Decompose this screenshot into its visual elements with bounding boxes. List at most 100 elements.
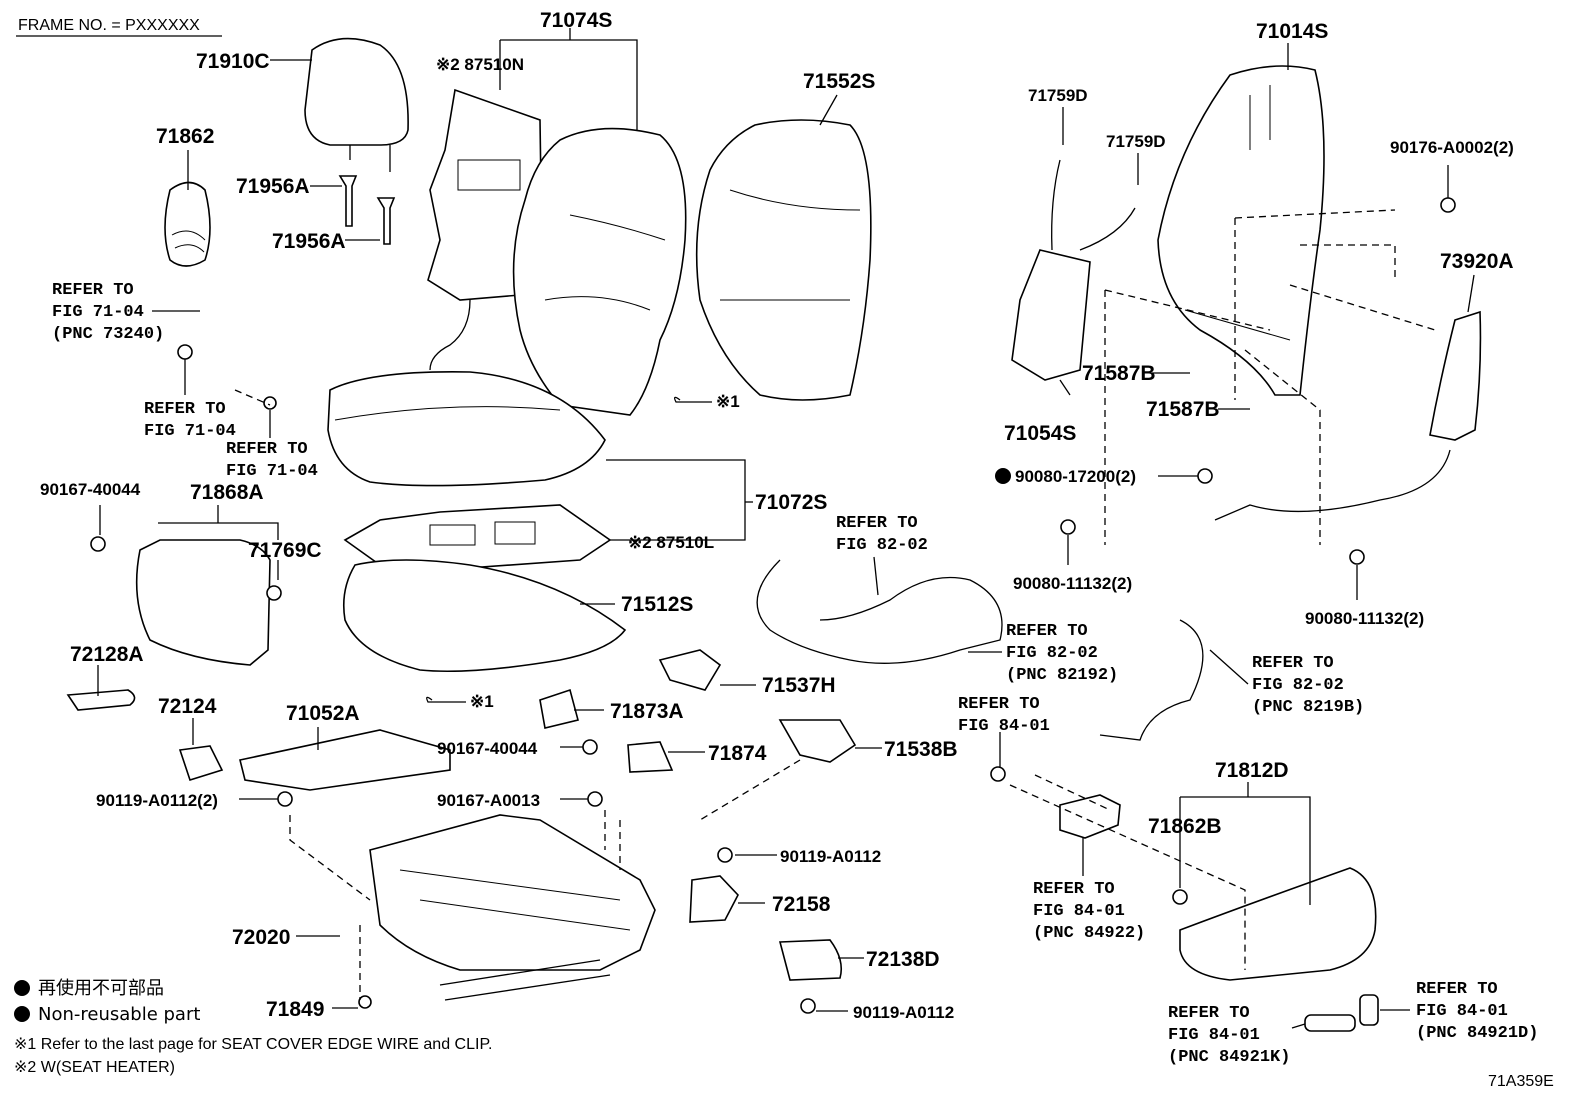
label-71849[interactable]: 71849 xyxy=(266,998,324,1021)
legend-item-en: Non-reusable part xyxy=(38,1004,200,1025)
lumbar-support-part[interactable] xyxy=(1011,249,1091,381)
label-90119-A0112-b[interactable]: 90119-A0112 xyxy=(853,1003,954,1022)
legend-note-2: ※2 W(SEAT HEATER) xyxy=(14,1059,175,1076)
seatback-cover-part[interactable] xyxy=(695,119,872,401)
wire-harness-part[interactable] xyxy=(756,559,1003,664)
label-72158[interactable]: 72158 xyxy=(772,893,831,916)
refer-block-r7[interactable]: REFER TO FIG 84-01 xyxy=(958,695,1050,736)
label-90167-40044-1[interactable]: 90167-40044 xyxy=(40,480,141,499)
label-71052A[interactable]: 71052A xyxy=(286,702,360,725)
clip-icon xyxy=(263,396,277,410)
bracket-71537H[interactable] xyxy=(658,649,722,691)
headrest-guide-pins[interactable] xyxy=(338,175,396,245)
sub-harness-part[interactable] xyxy=(1099,619,1204,741)
refer-block-r5[interactable]: REFER TO FIG 82-02 (PNC 82192) xyxy=(1006,622,1118,685)
label-71956A-2[interactable]: 71956A xyxy=(272,230,346,253)
label-90119-A0112-a[interactable]: 90119-A0112 xyxy=(780,847,881,866)
label-72128A[interactable]: 72128A xyxy=(70,643,144,666)
label-90080-11132-2[interactable]: 90080-11132(2) xyxy=(1305,609,1424,628)
refer-block-r4[interactable]: REFER TO FIG 82-02 xyxy=(836,514,928,555)
bolt-icon xyxy=(990,766,1006,782)
side-shield-part[interactable] xyxy=(135,539,271,666)
label-73920A[interactable]: 73920A xyxy=(1440,250,1514,273)
label-71552S[interactable]: 71552S xyxy=(803,70,875,93)
label-71587B-1[interactable]: 71587B xyxy=(1082,362,1156,385)
switch-part[interactable] xyxy=(1059,794,1121,839)
side-airbag-part[interactable] xyxy=(1429,310,1482,441)
headrest-support-part[interactable] xyxy=(164,181,211,267)
label-71587B-2[interactable]: 71587B xyxy=(1146,398,1220,421)
headrest-part[interactable] xyxy=(304,37,409,172)
label-71956A-1[interactable]: 71956A xyxy=(236,175,310,198)
knob-d-part[interactable] xyxy=(1359,994,1379,1026)
refer-block-r9[interactable]: REFER TO FIG 84-01 (PNC 84921K) xyxy=(1168,1004,1290,1067)
bolt-icon xyxy=(90,536,106,552)
label-71862B[interactable]: 71862B xyxy=(1148,815,1222,838)
seat-adjuster-frame-part[interactable] xyxy=(369,814,656,971)
refer-block-r3[interactable]: REFER TO FIG 71-04 xyxy=(226,440,318,481)
bolt-icon xyxy=(582,739,598,755)
label-71910C[interactable]: 71910C xyxy=(196,50,270,73)
spring-71052A[interactable] xyxy=(239,729,451,791)
heater-window xyxy=(457,159,521,191)
label-71873A[interactable]: 71873A xyxy=(610,700,684,723)
refer-block-r2[interactable]: REFER TO FIG 71-04 xyxy=(144,400,236,441)
label-87510N[interactable]: ※2 87510N xyxy=(436,55,524,74)
cover-72138D-part[interactable] xyxy=(778,939,843,981)
knob-part[interactable] xyxy=(1304,1014,1356,1032)
legend-item-jp: 再使用不可部品 xyxy=(38,978,164,999)
label-72124[interactable]: 72124 xyxy=(158,695,217,718)
label-71072S[interactable]: 71072S xyxy=(755,491,827,514)
bolt-icon xyxy=(1172,889,1188,905)
bracket-71538B[interactable] xyxy=(778,719,857,763)
edge-wire-note-2: ※1 xyxy=(470,692,494,711)
label-71074S[interactable]: 71074S xyxy=(540,9,612,32)
label-71537H[interactable]: 71537H xyxy=(762,674,836,697)
label-71862[interactable]: 71862 xyxy=(156,125,214,148)
legend-marker-icon xyxy=(14,980,30,996)
label-90080-17200[interactable]: 90080-17200(2) xyxy=(1015,467,1136,486)
refer-block-r6[interactable]: REFER TO FIG 82-02 (PNC 8219B) xyxy=(1252,654,1364,717)
seat-cushion-pad-part[interactable] xyxy=(342,559,627,673)
label-71014S[interactable]: 71014S xyxy=(1256,20,1328,43)
label-71759D-1[interactable]: 71759D xyxy=(1028,86,1088,105)
label-87510L[interactable]: ※2 87510L xyxy=(628,533,714,552)
label-90167-40044-2[interactable]: 90167-40044 xyxy=(437,739,538,758)
non-reusable-marker-icon xyxy=(995,468,1011,484)
bracket-71874[interactable] xyxy=(627,741,674,773)
bolt-icon xyxy=(277,791,293,807)
clip-icon xyxy=(358,995,372,1009)
seatback-pad-part[interactable] xyxy=(512,127,687,416)
label-72138D[interactable]: 72138D xyxy=(866,948,940,971)
label-90080-11132-1[interactable]: 90080-11132(2) xyxy=(1013,574,1132,593)
label-71874[interactable]: 71874 xyxy=(708,742,767,765)
seatback-frame-part[interactable] xyxy=(1157,65,1325,396)
bolt-icon xyxy=(1197,468,1213,484)
cover-72158-part[interactable] xyxy=(689,875,739,923)
pad-72124[interactable] xyxy=(178,745,224,781)
pad-72128A[interactable] xyxy=(66,689,136,711)
label-71538B[interactable]: 71538B xyxy=(884,738,958,761)
label-71868A[interactable]: 71868A xyxy=(190,481,264,504)
refer-block-r10[interactable]: REFER TO FIG 84-01 (PNC 84921D) xyxy=(1416,980,1538,1043)
label-72020[interactable]: 72020 xyxy=(232,926,290,949)
label-90119-A0112-2[interactable]: 90119-A0112(2) xyxy=(96,791,218,810)
refer-block-r8[interactable]: REFER TO FIG 84-01 (PNC 84922) xyxy=(1033,880,1145,943)
label-90167-A0013[interactable]: 90167-A0013 xyxy=(437,791,540,810)
bracket-71873A[interactable] xyxy=(539,688,579,729)
legend-note-1: ※1 Refer to the last page for SEAT COVER… xyxy=(14,1036,493,1053)
label-71512S[interactable]: 71512S xyxy=(621,593,693,616)
frame-number: FRAME NO. = PXXXXXX xyxy=(18,17,200,34)
bolt-icon xyxy=(177,344,193,360)
label-71759D-2[interactable]: 71759D xyxy=(1106,132,1166,151)
seat-side-cover-part[interactable] xyxy=(1179,867,1377,981)
label-71054S[interactable]: 71054S xyxy=(1004,422,1076,445)
seat-cushion-cover-part[interactable] xyxy=(327,371,606,487)
label-71769C[interactable]: 71769C xyxy=(248,539,322,562)
refer-block-r1[interactable]: REFER TO FIG 71-04 (PNC 73240) xyxy=(52,281,164,344)
bolt-icon xyxy=(800,998,816,1014)
label-71812D[interactable]: 71812D xyxy=(1215,759,1289,782)
diagram-code: 71A359E xyxy=(1488,1073,1554,1090)
label-90176[interactable]: 90176-A0002(2) xyxy=(1390,138,1514,157)
